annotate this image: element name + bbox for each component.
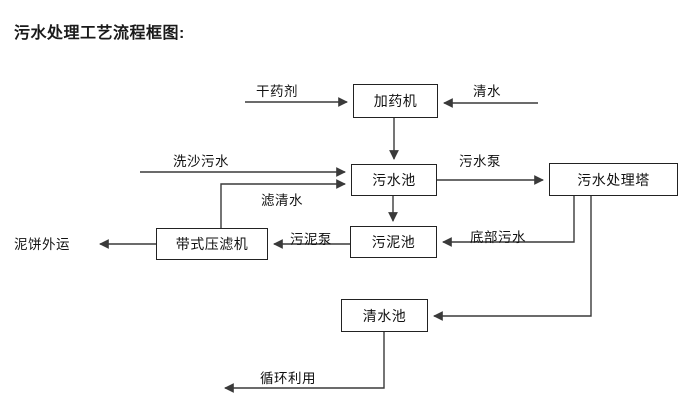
- node-dosing-machine[interactable]: 加药机: [353, 84, 438, 118]
- edge-label-sewage-pump: 污水泵: [459, 154, 501, 169]
- edge-label-dry-reagent: 干药剂: [256, 84, 298, 99]
- node-sewage-pool[interactable]: 污水池: [351, 164, 437, 196]
- flow-clear-water-to-recycle: [224, 332, 385, 393]
- node-belt-filter-press[interactable]: 带式压滤机: [156, 228, 268, 260]
- flow-tower-to-clear-water-pool: [433, 196, 592, 321]
- edge-label-bottom-sewage: 底部污水: [470, 230, 526, 245]
- edge-label-sand-wash-sewage: 洗沙污水: [173, 154, 229, 169]
- page-title: 污水处理工艺流程框图:: [14, 25, 185, 42]
- flow-filtered-to-sewage-pool: [220, 179, 346, 228]
- node-treatment-tower[interactable]: 污水处理塔: [549, 163, 678, 196]
- edge-label-recycle-use: 循环利用: [260, 371, 316, 386]
- node-clear-water-pool[interactable]: 清水池: [341, 299, 428, 332]
- edge-label-clean-water: 清水: [473, 84, 501, 99]
- edge-label-filtered-water: 滤清水: [261, 193, 303, 208]
- edge-label-sludge-pump: 污泥泵: [290, 232, 332, 247]
- node-sludge-pool[interactable]: 污泥池: [350, 226, 437, 258]
- terminal-label-mud-cake-out: 泥饼外运: [14, 237, 70, 252]
- flow-tower-to-sludge-pool: [442, 196, 575, 247]
